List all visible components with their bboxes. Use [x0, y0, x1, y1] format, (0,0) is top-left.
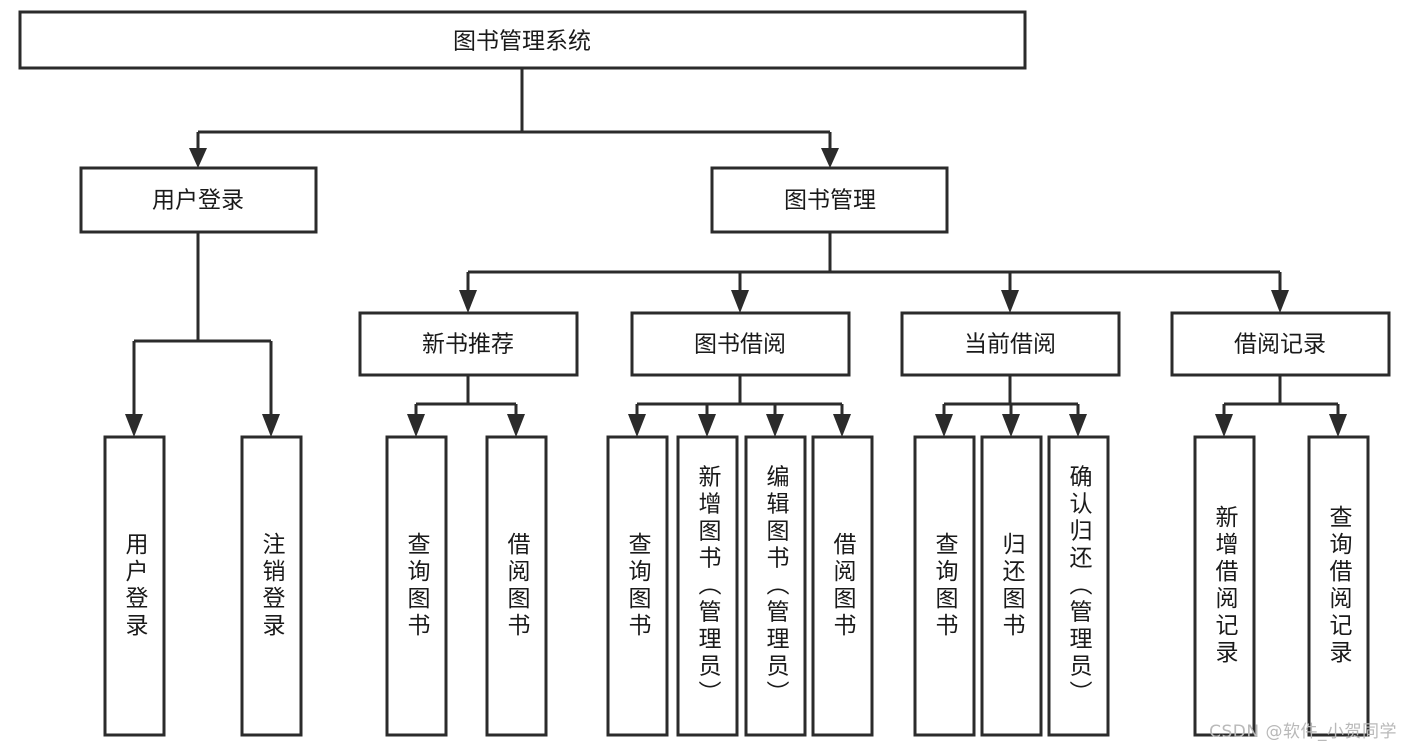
node-leaf-book-borrow-1[interactable]: 查询图书	[606, 435, 669, 737]
node-leaf-book-borrow-2[interactable]: 新增图书（管理员）	[676, 435, 739, 737]
node-borrow-record-label: 借阅记录	[1234, 332, 1326, 358]
node-leaf-book-borrow-3[interactable]: 编辑图书（管理员）	[744, 435, 807, 737]
node-leaf-current-borrow-2-label: 归还图书	[998, 532, 1026, 640]
node-leaf-new-book-1-label: 查询图书	[403, 532, 431, 640]
node-leaf-user-login-1-label: 用户登录	[121, 532, 149, 640]
node-leaf-new-book-2[interactable]: 借阅图书	[485, 435, 548, 737]
node-leaf-book-borrow-4[interactable]: 借阅图书	[811, 435, 874, 737]
node-leaf-new-book-1[interactable]: 查询图书	[385, 435, 448, 737]
arrow-user-login-leaf-2	[262, 414, 280, 437]
node-book-borrow[interactable]: 图书借阅	[630, 311, 851, 377]
node-leaf-borrow-record-1-box[interactable]	[1193, 435, 1256, 737]
connector-group-user-login	[125, 232, 280, 437]
node-new-book-recommend[interactable]: 新书推荐	[358, 311, 579, 377]
node-leaf-user-login-2-box[interactable]	[240, 435, 303, 737]
node-leaf-current-borrow-3[interactable]: 确认归还（管理员）	[1047, 435, 1110, 737]
node-leaf-book-borrow-2-label: 新增图书（管理员）	[694, 465, 722, 708]
node-leaf-current-borrow-3-label: 确认归还（管理员）	[1065, 465, 1093, 708]
node-leaf-borrow-record-2-label: 查询借阅记录	[1325, 505, 1353, 667]
node-user-login-label: 用户登录	[152, 188, 244, 214]
arrow-current-borrow-leaf-2	[1002, 414, 1020, 437]
node-leaf-current-borrow-2[interactable]: 归还图书	[980, 435, 1043, 737]
node-leaf-current-borrow-1-label: 查询图书	[931, 532, 959, 640]
arrow-root-to-book-mgmt	[821, 148, 839, 168]
node-leaf-current-borrow-3-box[interactable]	[1047, 435, 1110, 737]
node-current-borrow-label: 当前借阅	[964, 332, 1056, 358]
arrow-book-borrow-leaf-3	[766, 414, 784, 437]
node-new-book-recommend-label: 新书推荐	[422, 332, 514, 358]
arrow-current-borrow-leaf-1	[935, 414, 953, 437]
node-borrow-record[interactable]: 借阅记录	[1170, 311, 1391, 377]
node-current-borrow-box[interactable]	[900, 311, 1121, 377]
node-book-management[interactable]: 图书管理	[710, 166, 949, 234]
connector-group-current-borrow	[935, 375, 1087, 437]
connector-group-new-book	[407, 375, 525, 437]
connector-group-borrow-record	[1215, 375, 1347, 437]
arrow-current-borrow-leaf-3	[1069, 414, 1087, 437]
node-leaf-book-borrow-4-box[interactable]	[811, 435, 874, 737]
node-root-label: 图书管理系统	[453, 29, 591, 55]
arrow-borrow-record-leaf-2	[1329, 414, 1347, 437]
node-book-borrow-box[interactable]	[630, 311, 851, 377]
arrow-book-mgmt-to-borrow-record	[1271, 290, 1289, 313]
node-user-login[interactable]: 用户登录	[79, 166, 318, 234]
node-new-book-recommend-box[interactable]	[358, 311, 579, 377]
node-leaf-new-book-2-label: 借阅图书	[503, 532, 531, 640]
node-leaf-borrow-record-2[interactable]: 查询借阅记录	[1307, 435, 1370, 737]
node-leaf-book-borrow-3-label: 编辑图书（管理员）	[762, 465, 790, 708]
node-book-management-label: 图书管理	[784, 188, 876, 214]
arrow-book-borrow-leaf-2	[698, 414, 716, 437]
node-leaf-user-login-2[interactable]: 注销登录	[240, 435, 303, 737]
node-leaf-book-borrow-3-box[interactable]	[744, 435, 807, 737]
arrow-user-login-leaf-1	[125, 414, 143, 437]
arrow-borrow-record-leaf-1	[1215, 414, 1233, 437]
node-book-borrow-label: 图书借阅	[694, 332, 786, 358]
node-leaf-current-borrow-1[interactable]: 查询图书	[913, 435, 976, 737]
node-leaf-borrow-record-1[interactable]: 新增借阅记录	[1193, 435, 1256, 737]
arrow-new-book-leaf-2	[507, 414, 525, 437]
node-leaf-book-borrow-4-label: 借阅图书	[829, 532, 857, 640]
node-leaf-current-borrow-2-box[interactable]	[980, 435, 1043, 737]
node-leaf-book-borrow-1-label: 查询图书	[624, 532, 652, 640]
node-leaf-current-borrow-1-box[interactable]	[913, 435, 976, 737]
connector-group-book-mgmt	[459, 232, 1289, 313]
connector-group-book-borrow	[628, 375, 851, 437]
node-leaf-user-login-1[interactable]: 用户登录	[103, 435, 166, 737]
node-user-login-box[interactable]	[79, 166, 318, 234]
node-current-borrow[interactable]: 当前借阅	[900, 311, 1121, 377]
arrow-book-mgmt-to-new-book	[459, 290, 477, 313]
arrow-book-mgmt-to-current-borrow	[1001, 290, 1019, 313]
node-leaf-borrow-record-1-label: 新增借阅记录	[1211, 505, 1239, 667]
node-leaf-user-login-1-box[interactable]	[103, 435, 166, 737]
node-leaf-user-login-2-label: 注销登录	[258, 532, 286, 640]
arrow-book-mgmt-to-book-borrow	[731, 290, 749, 313]
connector-group-root	[189, 68, 839, 168]
node-leaf-book-borrow-2-box[interactable]	[676, 435, 739, 737]
arrow-book-borrow-leaf-1	[628, 414, 646, 437]
node-root[interactable]: 图书管理系统	[18, 10, 1027, 70]
node-leaf-new-book-2-box[interactable]	[485, 435, 548, 737]
arrow-new-book-leaf-1	[407, 414, 425, 437]
node-book-management-box[interactable]	[710, 166, 949, 234]
node-root-box[interactable]	[18, 10, 1027, 70]
node-leaf-book-borrow-1-box[interactable]	[606, 435, 669, 737]
node-leaf-new-book-1-box[interactable]	[385, 435, 448, 737]
arrow-root-to-user-login	[189, 148, 207, 168]
arrow-book-borrow-leaf-4	[833, 414, 851, 437]
node-borrow-record-box[interactable]	[1170, 311, 1391, 377]
node-leaf-borrow-record-2-box[interactable]	[1307, 435, 1370, 737]
